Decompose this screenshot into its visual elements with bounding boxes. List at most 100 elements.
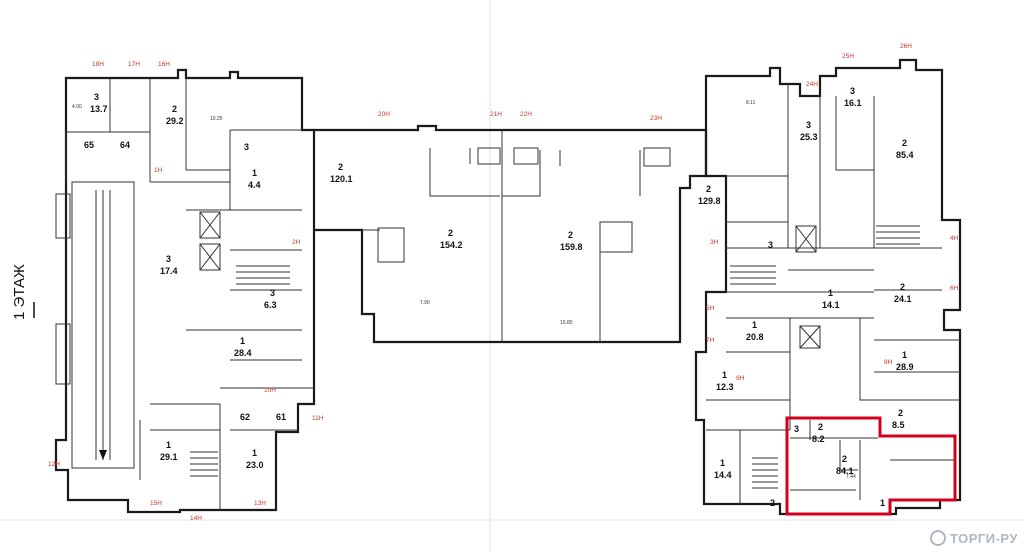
axis-mark: 13Н bbox=[254, 500, 266, 507]
room-number: 3 bbox=[806, 120, 811, 130]
dimension: 10.25 bbox=[210, 116, 223, 122]
axis-mark: 17Н bbox=[128, 61, 140, 68]
dimension: 8.11 bbox=[746, 100, 756, 106]
floor-label: 1 ЭТАЖ bbox=[4, 226, 48, 326]
dimension: 7.44 bbox=[846, 474, 856, 480]
room-number: 3 bbox=[270, 288, 275, 298]
room-number: 3 bbox=[850, 86, 855, 96]
room-area: 28.9 bbox=[896, 362, 914, 372]
axis-mark: 11Н bbox=[312, 415, 324, 422]
room-number: 2 bbox=[842, 454, 847, 464]
room-area: 8.5 bbox=[892, 420, 905, 430]
room-box bbox=[513, 147, 539, 165]
room-number: 2 bbox=[338, 162, 343, 172]
room-area: 154.2 bbox=[440, 240, 463, 250]
room-number: 62 bbox=[240, 412, 250, 422]
room-area: 14.1 bbox=[822, 300, 840, 310]
room-number: 64 bbox=[120, 140, 130, 150]
watermark-logo-icon bbox=[929, 530, 946, 546]
room-number: 3 bbox=[768, 240, 773, 250]
wall-notch bbox=[55, 193, 71, 239]
direction-arrow bbox=[99, 450, 107, 460]
axis-mark: 12Н bbox=[48, 461, 60, 468]
axis-mark: 2Н bbox=[292, 239, 301, 246]
room-number: 61 bbox=[276, 412, 286, 422]
room-area: 17.4 bbox=[160, 266, 178, 276]
room-number: 3 bbox=[94, 92, 99, 102]
room-area: 129.8 bbox=[698, 196, 721, 206]
room-number: 3 bbox=[166, 254, 171, 264]
room-number: 1 bbox=[252, 168, 257, 178]
axis-mark: 21Н bbox=[490, 111, 502, 118]
room-number: 1 bbox=[752, 320, 757, 330]
room-area: 4.4 bbox=[248, 180, 261, 190]
stairs bbox=[190, 265, 290, 477]
room-area: 16.1 bbox=[844, 98, 862, 108]
axis-mark: 15Н bbox=[150, 500, 162, 507]
room-number: 1 bbox=[240, 336, 245, 346]
room-number: 2 bbox=[902, 138, 907, 148]
stair-block bbox=[199, 243, 221, 271]
dimension: 10.80 bbox=[560, 320, 573, 326]
axis-mark: 4Н bbox=[950, 235, 959, 242]
room-number: 1 bbox=[880, 498, 885, 508]
axis-mark: 10Н bbox=[264, 387, 276, 394]
axis-mark: 3Н bbox=[710, 239, 719, 246]
room-box bbox=[643, 147, 671, 167]
room-number: 1 bbox=[902, 350, 907, 360]
room-area: 20.8 bbox=[746, 332, 764, 342]
highlighted-premises-outline bbox=[785, 416, 957, 516]
room-area: 159.8 bbox=[560, 242, 583, 252]
axis-mark: 14Н bbox=[190, 515, 202, 522]
room-area: 24.1 bbox=[894, 294, 912, 304]
room-area: 23.0 bbox=[246, 460, 264, 470]
room-number: 1 bbox=[828, 288, 833, 298]
room-box bbox=[377, 227, 405, 263]
axis-mark: 23Н bbox=[650, 115, 662, 122]
room-area: 84.1 bbox=[836, 466, 854, 476]
partition bbox=[706, 84, 960, 504]
axis-mark: 16Н bbox=[158, 61, 170, 68]
axis-mark: 24Н bbox=[806, 81, 818, 88]
partition bbox=[65, 78, 314, 510]
axis-mark: 22Н bbox=[520, 111, 532, 118]
room-box bbox=[477, 147, 501, 165]
middle-block-outline bbox=[314, 124, 708, 344]
stair-block bbox=[199, 211, 221, 239]
room-area: 28.4 bbox=[234, 348, 252, 358]
stair-block bbox=[795, 225, 817, 253]
room-number: 2 bbox=[568, 230, 573, 240]
watermark-text: ТОРГИ-РУ bbox=[949, 530, 1018, 546]
axis-mark: 25Н bbox=[842, 53, 854, 60]
wall-notch bbox=[55, 323, 71, 385]
axis-mark: 8Н bbox=[884, 359, 893, 366]
room-area: 29.2 bbox=[166, 116, 184, 126]
room-number: 1 bbox=[720, 458, 725, 468]
axis-mark: 18Н bbox=[92, 61, 104, 68]
axis-mark: 7Н bbox=[706, 337, 715, 344]
partition bbox=[790, 420, 954, 500]
axis-mark: 5Н bbox=[706, 305, 715, 312]
axis-mark: 26Н bbox=[900, 43, 912, 50]
left-wing-outline bbox=[54, 68, 316, 514]
room-number: 2 bbox=[172, 104, 177, 114]
room-number: 2 bbox=[770, 498, 775, 508]
room-area: 12.3 bbox=[716, 382, 734, 392]
room-number: 1 bbox=[166, 440, 171, 450]
room-number: 2 bbox=[818, 422, 823, 432]
room-area: 13.7 bbox=[90, 104, 108, 114]
dimension: 7.90 bbox=[420, 300, 430, 306]
room-number: 1 bbox=[252, 448, 257, 458]
room-number: 3 bbox=[244, 142, 249, 152]
right-wing-outline bbox=[694, 58, 962, 516]
room-area: 120.1 bbox=[330, 174, 353, 184]
corridor-block bbox=[71, 181, 135, 469]
stair-block bbox=[799, 325, 821, 349]
room-number: 2 bbox=[448, 228, 453, 238]
room-number: 2 bbox=[900, 282, 905, 292]
room-area: 25.3 bbox=[800, 132, 818, 142]
room-number: 2 bbox=[706, 184, 711, 194]
axis-mark: 6Н bbox=[950, 285, 959, 292]
room-area: 29.1 bbox=[160, 452, 178, 462]
